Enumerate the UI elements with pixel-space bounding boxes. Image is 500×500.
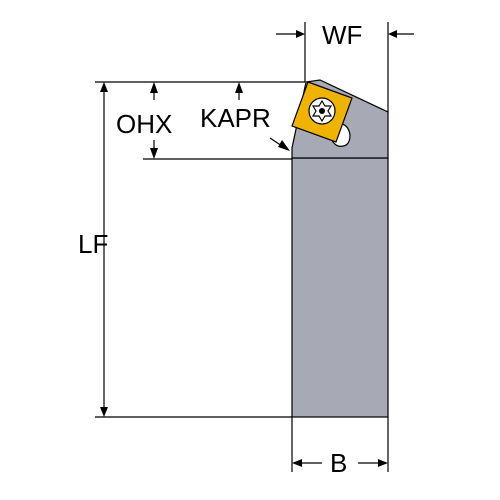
label-lf: LF xyxy=(78,229,108,259)
label-b: B xyxy=(330,448,347,478)
label-wf: WF xyxy=(322,20,362,50)
label-ohx: OHX xyxy=(116,109,172,139)
torx-screw-icon xyxy=(308,97,336,125)
label-kapr: KAPR xyxy=(200,103,271,133)
dimension-lines xyxy=(95,22,414,472)
holder-shank xyxy=(291,157,389,418)
arrowheads xyxy=(100,30,397,467)
